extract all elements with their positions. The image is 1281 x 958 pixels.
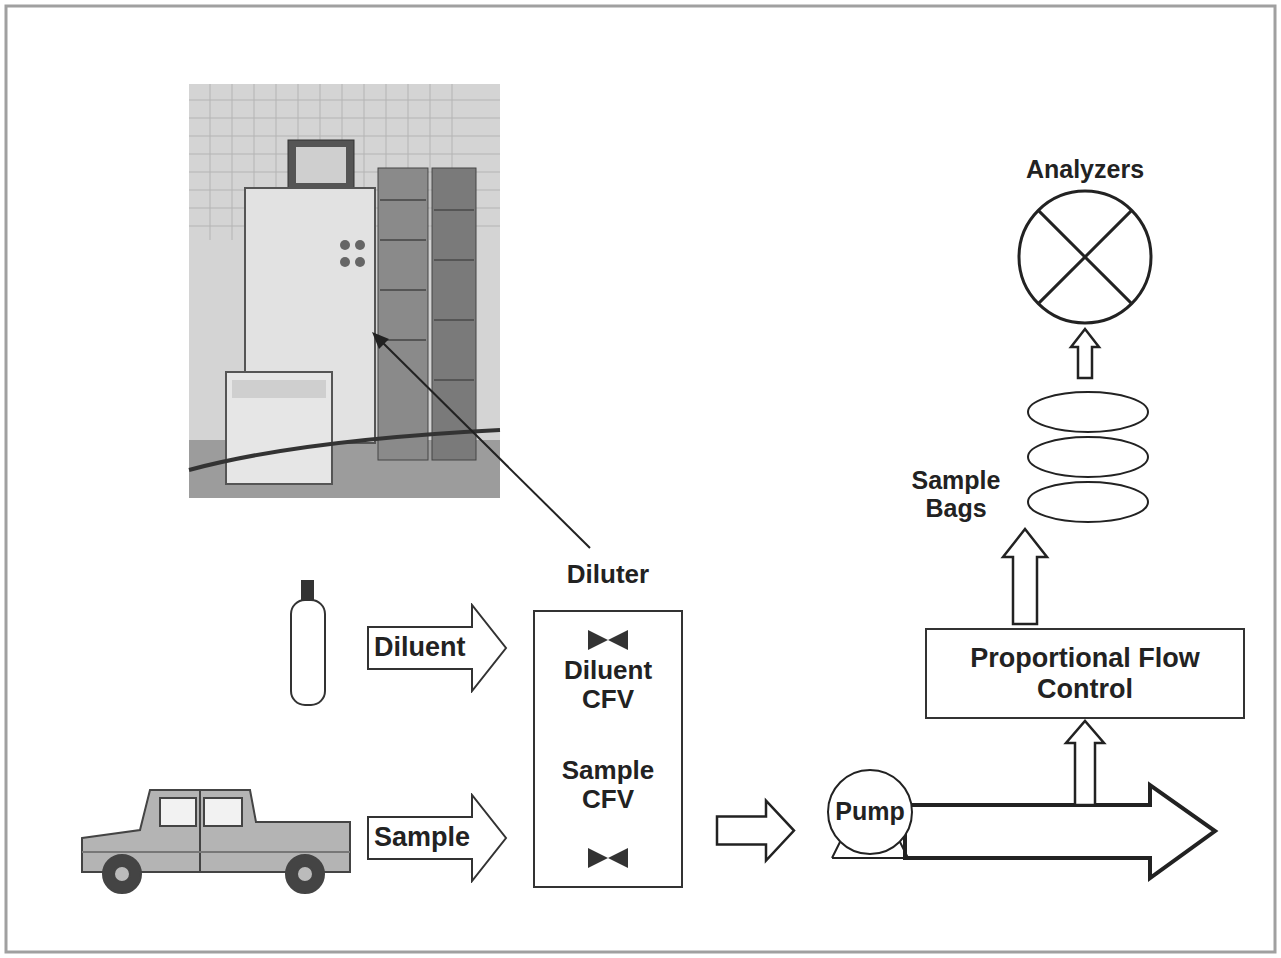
flow-arrow [1003,529,1047,624]
sample-bag [1028,437,1148,477]
diluter-box [533,610,683,888]
block-arrow-outline [368,795,506,881]
block-arrow-outline [368,605,506,691]
venturi-half [588,848,608,868]
lab-photo [189,84,500,498]
sample-venturi [586,846,630,870]
sample-bag [1028,392,1148,432]
exhaust-flow-arrow [905,785,1215,878]
diluter-node: DiluterDiluent CFV Sample CFV [533,560,683,888]
analyzer-circle [1019,191,1151,323]
node-label: Pump [822,797,918,825]
leader-line [372,332,590,548]
bags-node: Sample Bags [900,390,1150,525]
venturi-half [608,848,628,868]
flow-arrow [1071,329,1099,378]
sample-bag [1028,482,1148,522]
circle-node: Analyzers [1010,155,1160,325]
node-label: Proportional Flow Control [941,643,1229,703]
analyzer-symbol [1010,189,1160,325]
venturi-half [588,630,608,650]
flow-arrow [1066,721,1104,805]
diluent-venturi [586,628,630,652]
gas-cylinder [291,580,325,705]
arrow-node: Diluent [366,603,508,693]
pickup-truck [82,790,350,893]
venturi-half [608,630,628,650]
box-node: Proportional Flow Control [925,628,1245,719]
page-frame [6,6,1275,952]
cfv-label: Sample CFV [543,756,673,814]
arrow-label: Diluent [374,632,466,662]
node-heading: Analyzers [1010,155,1160,183]
cross-line [1038,210,1131,303]
arrow-node: Sample [366,793,508,883]
pump-node: Pump [822,768,918,860]
node-heading: Diluter [533,560,683,589]
node-label: Sample Bags [900,466,1012,522]
arrow-label: Sample [374,822,470,852]
cross-line [1038,210,1131,303]
flow-arrow [717,801,794,861]
cfv-label: Diluent CFV [543,656,673,714]
sample-bag-stack [1026,390,1150,525]
